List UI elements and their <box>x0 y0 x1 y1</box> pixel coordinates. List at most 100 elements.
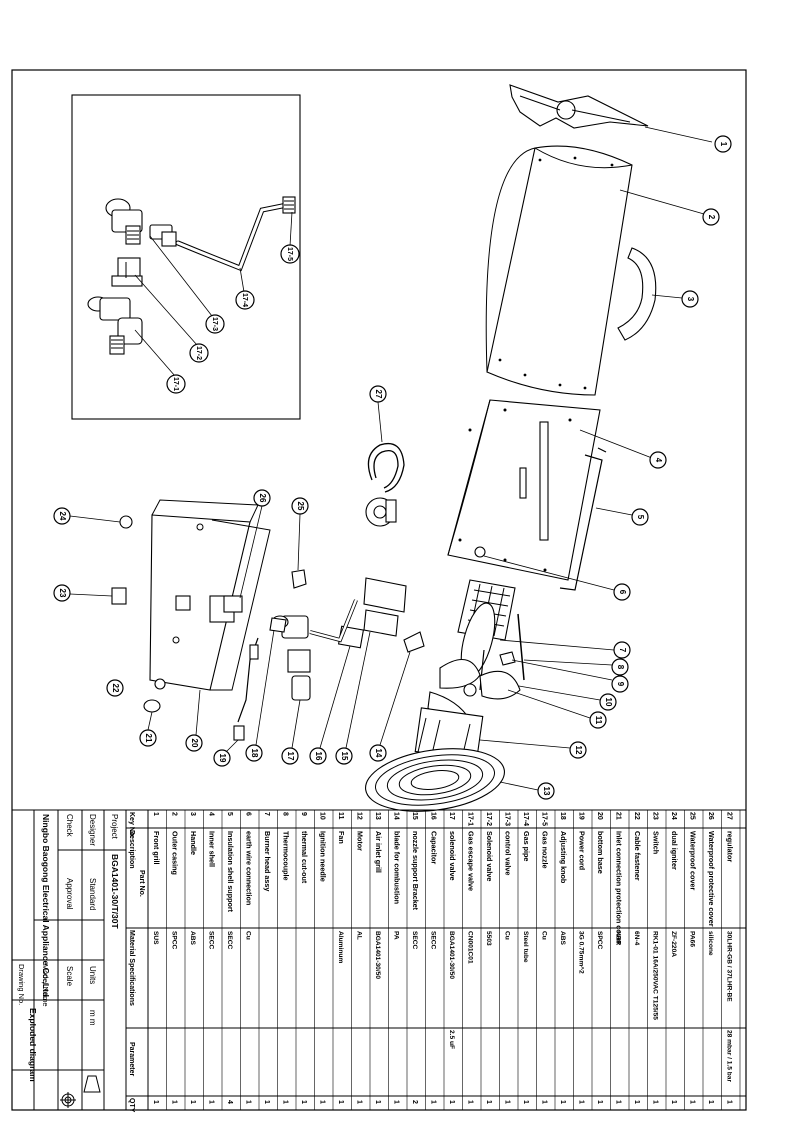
svg-text:24: 24 <box>58 512 67 521</box>
svg-text:17-1: 17-1 <box>172 377 179 391</box>
svg-text:12: 12 <box>574 746 583 755</box>
bom-row-key: 24 <box>670 812 677 820</box>
callout-8: 8 <box>611 658 629 676</box>
callout-3: 3 <box>681 290 699 308</box>
callout-16: 16 <box>309 747 327 765</box>
svg-text:19: 19 <box>218 754 227 763</box>
callout-25: 25 <box>291 497 309 515</box>
waterproof-protective-cover <box>223 505 263 613</box>
bom-row-key: 17-2 <box>485 812 492 826</box>
units-value: m m <box>88 1010 97 1026</box>
bom-row-mat: AL <box>355 931 362 940</box>
project-value: BGA1401-30/T/30T <box>110 854 120 929</box>
callout-12: 12 <box>569 741 587 759</box>
bom-row-desc: nozzle support Bracket <box>411 831 420 911</box>
bom-row-desc: Inner shell <box>207 831 216 867</box>
check-label: Check <box>65 814 74 838</box>
bom-row-mat: 3G 0.75mm^2 <box>577 931 585 974</box>
adjusting-knob <box>255 617 287 746</box>
bom-row-desc: Outer casing <box>170 831 179 875</box>
designer-label: Designer <box>88 814 97 846</box>
bom-row-mat: SUS <box>152 931 159 945</box>
callout-13: 13 <box>537 782 555 800</box>
bom-row-desc: thermal cut-out <box>300 831 309 884</box>
insulation-shell-support <box>559 447 633 591</box>
bom-row-desc: blade for combustion <box>392 831 401 904</box>
bom-row-desc: Cable fastener <box>633 831 642 881</box>
bom-row-desc: Inlet connection protection cover <box>614 831 623 945</box>
thermocouple <box>517 613 613 681</box>
bom-row-key: 21 <box>614 812 621 820</box>
nozzle-support-bracket <box>345 577 407 749</box>
drawing-type: Exploded diagram <box>28 1008 38 1082</box>
blade-for-combustion <box>379 631 425 746</box>
bom-header-material: Material Specifications <box>128 930 135 1006</box>
svg-text:17-5: 17-5 <box>286 247 293 261</box>
model-name-label: Model Name <box>41 964 50 1007</box>
dual-igniter <box>69 515 133 529</box>
fan <box>427 659 591 722</box>
units-label: Units <box>88 966 97 984</box>
bom-row-qty: 1 <box>466 1100 473 1104</box>
bom-row-desc: earth wire connection <box>244 831 253 905</box>
bom-row-desc: control valve <box>503 831 512 875</box>
bom-row-desc: Solenoid valve <box>485 831 494 881</box>
title-block: Project BGA1401-30/T/30T Designer Standa… <box>12 810 127 1110</box>
handle <box>617 247 683 341</box>
bom-row-desc: Fan <box>337 831 346 844</box>
bom-row-mat: Aluminum <box>337 931 344 963</box>
bom-header-part-no: Part No. <box>138 870 145 897</box>
bom-row-mat: SPCC <box>170 931 177 950</box>
bom-row-mat: BGA1401-30/50 <box>374 931 381 979</box>
cable-fastener <box>154 678 166 690</box>
bom-row-key: 7 <box>263 812 270 816</box>
bom-row-qty: 4 <box>226 1100 233 1104</box>
callout-27: 27 <box>369 385 387 403</box>
bom-row-qty: 1 <box>318 1100 325 1104</box>
bom-row-mat: Cu <box>540 931 547 940</box>
svg-text:3: 3 <box>686 297 695 302</box>
bom-row-desc: Ignition needle <box>318 831 327 882</box>
bom-row-key: 20 <box>596 812 603 820</box>
bom-row-key: 10 <box>318 812 325 820</box>
svg-text:10: 10 <box>604 698 613 707</box>
switch <box>69 587 127 605</box>
bom-row-desc: Air inlet grill <box>374 831 383 873</box>
bom-row-qty: 1 <box>707 1100 714 1104</box>
bom-row-param: 28 mbar / 1.5 bar <box>725 1030 732 1082</box>
bom-row-desc: Front grill <box>152 831 161 865</box>
bom-row-qty: 1 <box>170 1100 177 1104</box>
bom-row-qty: 1 <box>244 1100 251 1104</box>
bom-row-qty: 1 <box>152 1100 159 1104</box>
power-cord <box>225 637 259 753</box>
bom-row-mat: Cu <box>244 931 251 940</box>
svg-text:17-4: 17-4 <box>241 293 248 307</box>
callout-20: 20 <box>185 734 203 752</box>
svg-text:26: 26 <box>258 494 267 503</box>
bom-row-mat: NBR <box>614 931 621 946</box>
bom-row-desc: Gas pipe <box>522 831 531 861</box>
bom-row-qty: 1 <box>688 1100 695 1104</box>
bom-row-key: 27 <box>725 812 732 820</box>
callout-19: 19 <box>213 749 231 767</box>
svg-text:22: 22 <box>111 684 120 693</box>
bom-row-key: 5 <box>226 812 233 816</box>
regulator <box>365 401 405 527</box>
inlet-connection-protection-cover <box>143 699 161 731</box>
scale-label: Scale <box>65 966 74 987</box>
bom-row-key: 17-4 <box>522 812 529 826</box>
bom-row-key: 4 <box>207 812 214 816</box>
bom-row-key: 11 <box>337 812 344 820</box>
bom-row-desc: regulator <box>725 831 734 862</box>
svg-text:23: 23 <box>58 589 67 598</box>
bom-row-qty: 1 <box>281 1100 288 1104</box>
bom-row-qty: 1 <box>355 1100 362 1104</box>
bom-row-key: 2 <box>170 812 177 816</box>
bom-row-key: 6 <box>244 812 251 816</box>
bom-row-mat: 30LHR-GB / 37LHR-BE <box>725 931 732 1002</box>
bom-row-mat: 5503 <box>485 931 492 946</box>
bom-row-desc: Gas escape valve <box>466 831 475 891</box>
